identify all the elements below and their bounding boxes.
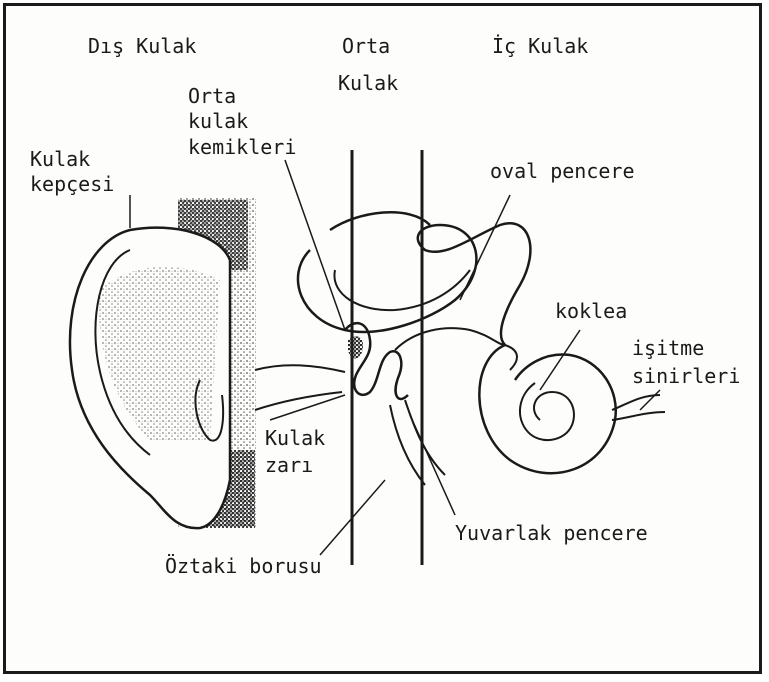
leader-kemikler	[285, 160, 345, 330]
label-sinir-1: işitme	[632, 335, 704, 361]
label-koklea: koklea	[555, 298, 627, 324]
label-orta-kulak-1: Orta	[342, 33, 390, 59]
label-orta-kulak-2: Kulak	[338, 70, 398, 96]
cochlea-spiral	[520, 383, 574, 440]
label-zar-1: Kulak	[265, 425, 325, 451]
leader-oval	[460, 195, 510, 300]
leader-sinir	[640, 390, 660, 410]
leader-yuvarlak	[410, 415, 455, 515]
label-dis-kulak: Dış Kulak	[88, 33, 196, 59]
label-ostaki: Öztaki borusu	[165, 553, 322, 579]
label-oval-pencere: oval pencere	[490, 158, 635, 184]
eustachian-tube	[390, 400, 445, 485]
leader-koklea	[540, 330, 580, 390]
cochlea-outline	[479, 345, 615, 473]
semicircular-canal-outer	[298, 223, 530, 345]
label-kemikler-1: Orta	[188, 83, 236, 109]
label-zar-2: zarı	[265, 452, 313, 478]
label-kemikler-3: kemikleri	[188, 134, 296, 160]
auditory-nerve	[612, 395, 665, 420]
ossicles	[345, 323, 408, 399]
semicircular-canal-top	[330, 212, 430, 230]
label-ic-kulak: İç Kulak	[492, 33, 588, 59]
label-kemikler-2: kulak	[188, 108, 248, 134]
leader-zar	[270, 395, 345, 420]
label-kepce-2: kepçesi	[30, 171, 114, 197]
label-sinir-2: sinirleri	[632, 363, 740, 389]
ossicle-fill	[348, 336, 363, 358]
label-yuvarlak-pencere: Yuvarlak pencere	[455, 520, 648, 546]
label-kepce-1: Kulak	[30, 146, 90, 172]
ear-canal-upper	[255, 365, 345, 372]
